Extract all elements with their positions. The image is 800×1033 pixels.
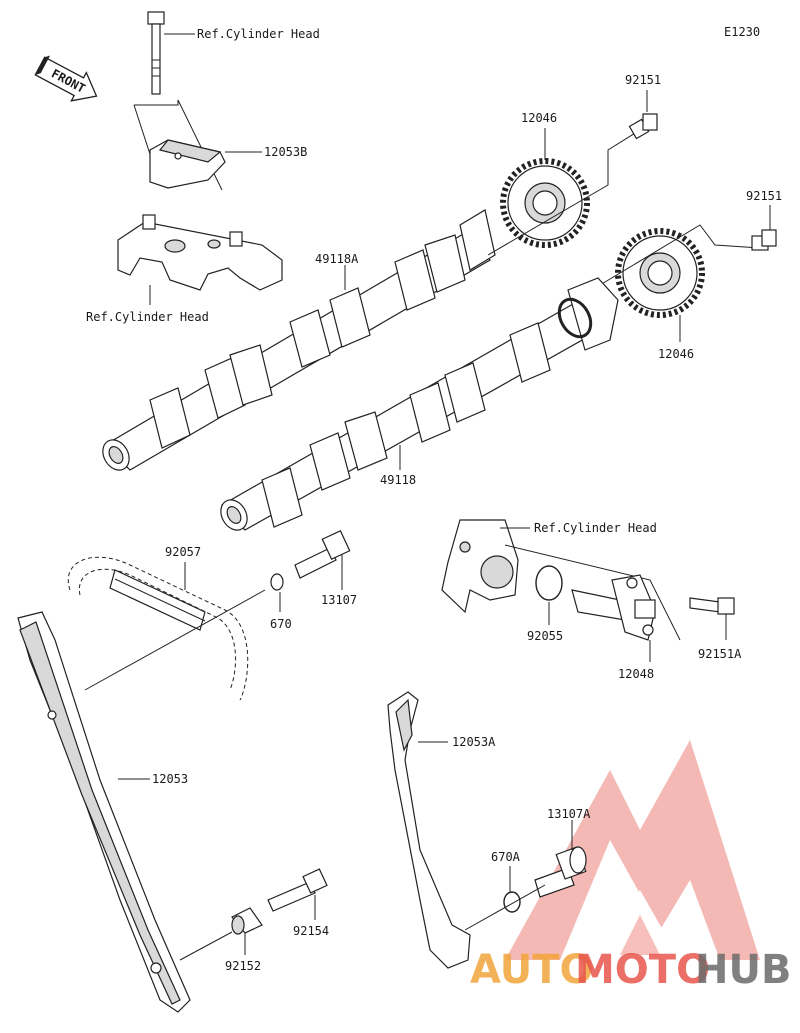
label-670: 670	[270, 617, 292, 631]
label-12046-bottom: 12046	[658, 347, 694, 361]
sprocket-12046-top	[500, 158, 590, 248]
label-13107A: 13107A	[547, 807, 591, 821]
bolt-13107	[294, 530, 351, 579]
oring-670	[270, 573, 284, 591]
label-92055: 92055	[527, 629, 563, 643]
bolt-cylinder-head	[147, 11, 165, 95]
bolt-13107A	[534, 846, 587, 898]
ref-label-left: Ref.Cylinder Head	[86, 310, 209, 324]
bracket-12053B	[149, 139, 226, 189]
camshaft-49118A	[102, 209, 496, 471]
cam-cap	[117, 214, 283, 291]
label-92151A: 92151A	[698, 647, 742, 661]
tensioner-12048	[571, 574, 656, 641]
chain-guide-12053A	[387, 691, 471, 969]
chain-guide-12053	[17, 611, 191, 1013]
diagram-code: E1230	[724, 25, 760, 39]
label-12048: 12048	[618, 667, 654, 681]
label-13107: 13107	[321, 593, 357, 607]
bolt-92151-mid	[751, 229, 777, 251]
timing-chain-92057	[67, 556, 249, 701]
oring-92055	[535, 565, 563, 601]
label-92151-top: 92151	[625, 73, 661, 87]
label-92057: 92057	[165, 545, 201, 559]
label-670A: 670A	[491, 850, 521, 864]
ref-label-top: Ref.Cylinder Head	[197, 27, 320, 41]
label-12046-top: 12046	[521, 111, 557, 125]
watermark-logo	[505, 740, 760, 960]
bolt-92154	[267, 868, 328, 912]
collar-92152	[231, 907, 263, 935]
label-92154: 92154	[293, 924, 329, 938]
watermark-moto: MOTO	[575, 947, 710, 993]
label-49118: 49118	[380, 473, 416, 487]
label-12053: 12053	[152, 772, 188, 786]
cylinder-head-section	[441, 519, 519, 614]
bolt-92151A	[689, 597, 735, 615]
label-92151-mid: 92151	[746, 189, 782, 203]
label-12053A: 12053A	[452, 735, 496, 749]
watermark-hub: HUB	[695, 947, 791, 993]
label-12053B: 12053B	[264, 145, 307, 159]
watermark-auto: AUTO	[470, 947, 594, 993]
camshaft-49118	[220, 277, 619, 531]
front-arrow-icon	[34, 55, 98, 102]
ref-label-right: Ref.Cylinder Head	[534, 521, 657, 535]
sprocket-12046-bottom	[615, 228, 705, 318]
label-92152: 92152	[225, 959, 261, 973]
label-49118A: 49118A	[315, 252, 359, 266]
bolt-92151-top	[628, 113, 658, 140]
oring-670A	[503, 891, 521, 913]
